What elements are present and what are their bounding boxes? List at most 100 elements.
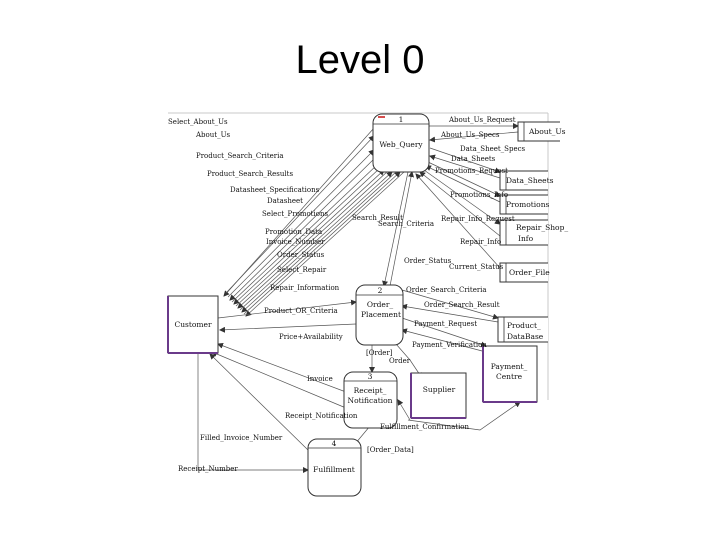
flow-label: Invoice [307,375,333,383]
edge-order-search-result [401,303,499,323]
entity-supplier: Supplier [410,372,467,419]
process-name-line-1: Order_ [367,300,394,309]
edge-current-status [415,173,501,269]
datastore-name: Promotions [506,200,550,209]
flow-label: Data_Sheets [451,155,496,163]
edge-receipt-notification [211,351,347,409]
process-number: 3 [368,372,373,381]
edge-repair-info [419,171,501,237]
flow-label: Receipt_Notification [285,412,358,420]
datastore-name: About_Us [528,127,566,136]
flow-label: Product_OR_Criteria [264,307,338,315]
process-number: 2 [378,286,383,295]
edge-data-sheet-specs [429,147,501,174]
edge-order-status [241,171,397,313]
slide-title: Level 0 [295,38,425,82]
flow-label: Datasheet_Specifications [230,186,320,194]
flow-label: Data_Sheet_Specs [460,145,526,153]
flow-label: Promotions_Request [435,167,508,175]
edge-price-availability [219,323,357,333]
entity-name: Supplier [423,385,456,394]
edge-select-promotions [235,169,385,307]
edge-select-repair [243,171,401,315]
edge-search-result [389,171,414,287]
edge-payment-verification [401,328,487,353]
edge-select-about-us [225,135,375,294]
process-name: Fulfillment [313,465,355,474]
edge-product-search-results [229,156,377,301]
entity-name-line-1: Payment_ [491,362,528,371]
flow-label: Promotion_Data [265,228,322,236]
process-name-line-2: Placement [361,310,401,319]
datastore-name: Data_Sheets [506,176,554,185]
datastore-name-line-1: Product_ [507,321,541,330]
edge-fulfillment-confirmation-b [407,401,521,431]
datastore-repair-shop-info: Repair_Shop_ Info [499,219,568,246]
flow-label: Fulfillment_Confirmation [380,423,470,431]
datastore-name-line-2: Info [518,234,534,243]
edge-order-to-supplier [395,343,423,379]
entity-name-line-2: Centre [496,372,523,381]
flow-label: Search_Criteria [378,220,434,228]
flow-label: Receipt_Number [178,465,238,473]
datastore-data-sheets: Data_Sheets [499,170,554,191]
edge-datasheet-specifications [231,163,379,303]
datastore-product-database: Product_ DataBase [497,316,548,343]
flow-label: Product_Search_Results [207,170,293,178]
flow-label: Payment_Verification [412,341,487,349]
edge-search-criteria [382,171,409,287]
edge-invoice [217,342,347,393]
flow-label: Repair_Information [270,284,340,292]
edge-repair-information [245,171,405,317]
flow-label: Order_Status [277,251,325,259]
flow-label: Order_Status [404,257,452,265]
edge-datasheet [233,167,381,305]
edge-about-us-specs [429,131,519,143]
edge-payment-request [401,317,487,348]
flow-labels: Select_About_Us About_Us Product_Search_… [168,116,526,473]
edge-data-sheets [429,154,501,179]
flow-label: Select_About_Us [168,118,228,126]
flow-label: Datasheet [267,197,303,205]
process-fulfillment: 4 Fulfillment [307,438,362,497]
flow-label: Promotions_Info [450,191,508,199]
flow-label: [Order_Data] [367,446,414,454]
process-number: 4 [332,439,337,448]
flow-label: Product_Search_Criteria [196,152,284,160]
datastore-promotions: Promotions [499,194,550,215]
process-name-line-2: Notification [348,396,393,405]
edge-product-or-criteria [217,299,357,319]
flow-label: Order [389,357,411,365]
flow-label: Current_Status [449,263,504,271]
edge-product-search-criteria [227,149,375,298]
flow-label: Payment_Request [414,320,477,328]
flow-label: Select_Repair [277,266,327,274]
flow-label: Invoice_Number [266,238,325,246]
flow-label: Filled_Invoice_Number [200,434,283,442]
entity-name: Customer [174,320,211,329]
datastore-name-line-1: Repair_Shop_ [516,223,568,232]
edge-order-search-criteria [401,289,499,320]
datastore-name-line-2: DataBase [507,332,544,341]
edge-receipt-number [197,354,309,473]
edges [197,123,521,473]
flow-label: Price+Availability [279,333,343,341]
process-web-query: 1 Web_Query [372,113,430,173]
flow-label: Search_Result [352,214,403,222]
datastore-order-file: Order_File [499,262,550,283]
flow-label: Order_Search_Result [424,301,500,309]
flow-label: [Order] [366,349,393,357]
entity-payment-centre: Payment_ Centre [482,345,538,403]
edge-promotions-info [425,165,501,203]
process-name-line-1: Receipt_ [354,386,387,395]
edge-promotions-request [427,161,501,197]
flow-label: Repair_Info_Request [441,215,515,223]
flow-label: About_Us_Specs [440,131,500,139]
edge-promotion-data [237,170,389,309]
edge-repair-info-request [423,169,501,225]
flow-label: About_Us_Request [448,116,516,124]
flow-label: Order_Search_Criteria [406,286,487,294]
flow-label: About_Us [195,131,230,139]
flow-label: Select_Promotions [262,210,328,218]
